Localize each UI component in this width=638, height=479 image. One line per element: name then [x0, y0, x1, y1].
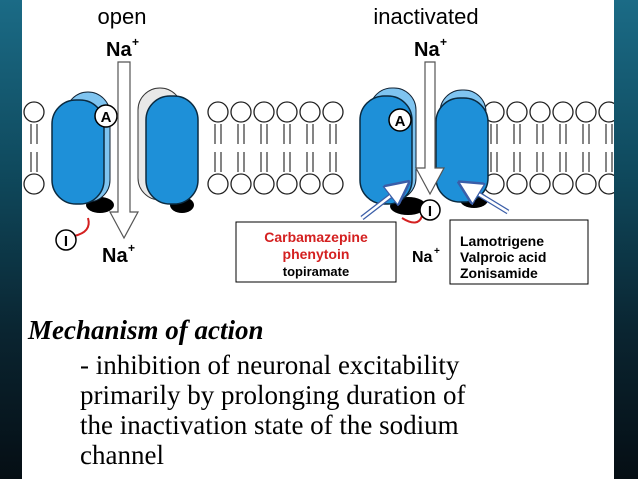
lipid-head — [23, 173, 45, 195]
lipid-heads-bottom — [23, 173, 614, 195]
drug-phenytoin: phenytoin — [283, 246, 350, 262]
state-label-inactivated: inactivated — [373, 4, 478, 29]
na-label-top-left: Na + — [106, 35, 139, 61]
mechanism-description: - inhibition of neuronal excitability pr… — [80, 350, 610, 470]
channel-subunit — [145, 95, 199, 205]
lipid-head — [207, 101, 229, 123]
lipid-head — [506, 101, 528, 123]
gate-i-circle — [55, 229, 77, 251]
lipid-head — [299, 173, 321, 195]
mechanism-line: channel — [80, 440, 164, 470]
slide: A I A I — [22, 0, 614, 479]
drug-box-left-frame — [235, 221, 397, 283]
gate-i-label: I — [64, 233, 68, 250]
channel-subunit — [51, 99, 105, 205]
lipid-head — [598, 173, 614, 195]
na-label-top-right: Na + — [414, 35, 447, 61]
gate-i-label: I — [428, 203, 432, 220]
na-text: Na — [102, 245, 128, 267]
drug-binding-arrow-left-inner — [361, 184, 406, 219]
na-text: Na — [412, 249, 433, 266]
inactivated-channel: A I — [359, 61, 510, 224]
lipid-head — [276, 173, 298, 195]
na-label-bottom-right: Na + — [412, 246, 440, 266]
drug-topiramate: topiramate — [283, 264, 349, 279]
lipid-head — [230, 173, 252, 195]
mechanism-line: the inactivation state of the sodium — [80, 410, 459, 440]
lipid-head — [506, 173, 528, 195]
na-charge: + — [128, 241, 135, 255]
drug-lamotrigene: Lamotrigene — [460, 233, 544, 249]
lipid-head — [552, 101, 574, 123]
drug-box-left: Carbamazepine phenytoin topiramate — [235, 221, 397, 283]
drug-binding-arrow-right-inner — [462, 184, 509, 214]
gate-i-circle — [419, 199, 441, 221]
ion-flow-arrow — [108, 61, 140, 240]
drug-box-right: Lamotrigene Valproic acid Zonisamide — [449, 219, 589, 285]
state-label-open: open — [98, 4, 147, 29]
mechanism-title: Mechanism of action — [28, 315, 264, 345]
gate-a-label: A — [395, 113, 406, 130]
drug-carbamazepine: Carbamazepine — [264, 229, 368, 245]
drug-box-right-frame — [449, 219, 589, 285]
lipid-tails — [30, 124, 613, 172]
na-label-bottom-left: Na + — [102, 241, 135, 267]
na-text: Na — [106, 39, 132, 61]
lipid-head — [322, 101, 344, 123]
blocked-ion-arrow — [414, 61, 446, 196]
na-charge: + — [132, 35, 139, 49]
lipid-head — [276, 101, 298, 123]
lipid-head — [529, 173, 551, 195]
lipid-head — [529, 101, 551, 123]
lipid-head — [253, 101, 275, 123]
na-charge: + — [440, 35, 447, 49]
lipid-head — [23, 101, 45, 123]
mechanism-line: primarily by prolonging duration of — [80, 380, 466, 410]
na-charge: + — [434, 246, 440, 257]
lipid-head — [253, 173, 275, 195]
gate-a-label: A — [101, 109, 112, 126]
open-channel: A I — [51, 61, 199, 251]
mechanism-line: - inhibition of neuronal excitability — [80, 350, 460, 380]
background-left-band — [0, 0, 22, 479]
lipid-head — [598, 101, 614, 123]
lipid-head — [552, 173, 574, 195]
lipid-head — [322, 173, 344, 195]
lipid-head — [575, 101, 597, 123]
drug-zonisamide: Zonisamide — [460, 265, 538, 281]
gate-a-circle — [388, 108, 412, 132]
gate-tether — [401, 215, 423, 224]
lipid-head — [230, 101, 252, 123]
sodium-channel-diagram: A I A I — [23, 4, 614, 285]
lipid-head — [207, 173, 229, 195]
drug-valproic-acid: Valproic acid — [460, 249, 546, 265]
lipid-head — [575, 173, 597, 195]
gate-tether — [73, 217, 90, 237]
background-right-band — [614, 0, 638, 479]
lipid-head — [299, 101, 321, 123]
na-text: Na — [414, 39, 440, 61]
gate-a-circle — [94, 104, 118, 128]
